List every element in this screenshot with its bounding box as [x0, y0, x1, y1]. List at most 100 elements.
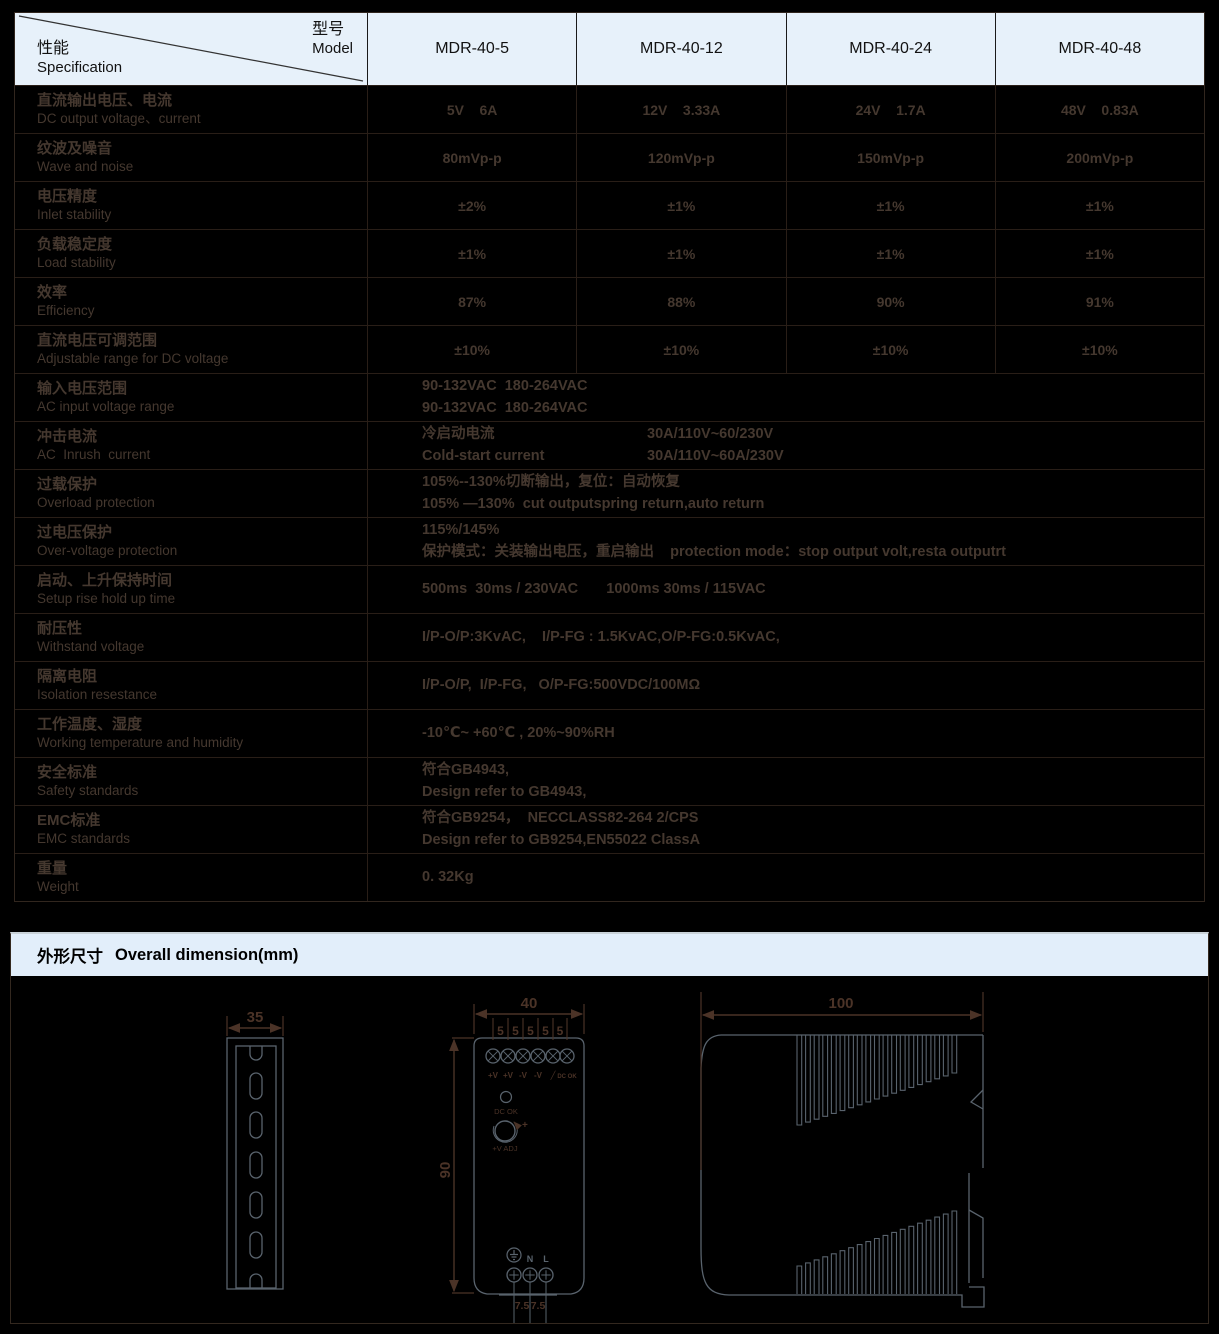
- value-line: 115%/145%: [422, 521, 500, 538]
- screw-slot: [547, 1050, 559, 1062]
- ac-line-label: L: [543, 1254, 549, 1264]
- row-label-cn: 输入电压范围: [37, 380, 128, 397]
- overall-dimension-section: 外形尺寸 Overall dimension(mm) 35: [10, 932, 1209, 1324]
- row-label-cn: 过电压保护: [37, 524, 113, 541]
- row-label-en: Isolation resestance: [37, 687, 158, 703]
- terminal-label: ╱: [550, 1070, 557, 1080]
- row-label-en: Over-voltage protection: [37, 543, 178, 559]
- row-label: 安全标准 Safety standards: [15, 758, 368, 805]
- screw-slot: [502, 1050, 514, 1062]
- screw-slot: [487, 1050, 499, 1062]
- value-cell: 105%--130%切断输出，复位：自动恢复 105% —130% cut out…: [368, 470, 1204, 517]
- value-cell: 500ms 30ms / 230VAC 1000ms 30ms / 115VAC: [368, 566, 1204, 613]
- row-label: 电压精度 Inlet stability: [15, 182, 368, 229]
- value-cell: 24V 1.7A: [787, 86, 996, 133]
- row-label-en: Setup rise hold up time: [37, 591, 176, 607]
- value-cell: 88%: [577, 278, 787, 325]
- row-label-en: AC Inrush current: [37, 447, 151, 463]
- row-label-cn: 电压精度: [37, 188, 98, 205]
- pot-label: +V ADJ: [492, 1144, 517, 1153]
- model-header-mdr-40-48: MDR-40-48: [1058, 40, 1142, 57]
- pitch-label: 5: [542, 1024, 549, 1038]
- din-rail-width-dim: 35: [226, 1009, 284, 1036]
- value-cell: ±2%: [368, 182, 578, 229]
- dimension-title-cn: 外形尺寸: [37, 948, 103, 966]
- row-label-cn: 过载保护: [37, 476, 98, 493]
- dimension-title-bar: 外形尺寸 Overall dimension(mm): [11, 934, 1208, 976]
- dc-ok-led-label: DC OK: [494, 1107, 518, 1116]
- value-line: 30A/110V~60A/230V: [647, 447, 784, 464]
- value-cell: ±10%: [577, 326, 787, 373]
- row-label-cn: 安全标准: [37, 764, 98, 781]
- header-spec-label: 性能 Specification: [37, 39, 122, 78]
- row-label-cn: EMC标准: [37, 812, 101, 829]
- value-cell: ±1%: [787, 230, 996, 277]
- model-header-mdr-40-24: MDR-40-24: [787, 13, 996, 85]
- row-label-en: Safety standards: [37, 783, 139, 799]
- row-label-en: Adjustable range for DC voltage: [37, 351, 229, 367]
- pot-plus-sign: +: [522, 1120, 528, 1131]
- din-rail-width-label: 35: [247, 1009, 264, 1026]
- side-view-vent-slots: [796, 1035, 958, 1294]
- value-cell: ±1%: [577, 182, 787, 229]
- front-view-width-label: 40: [521, 995, 538, 1012]
- output-terminal-screw: [515, 1048, 531, 1064]
- terminal-label: +V: [488, 1071, 499, 1080]
- row-label-en: Withstand voltage: [37, 639, 145, 655]
- output-terminal-screw: [530, 1048, 546, 1064]
- value-cell: 150mVp-p: [787, 134, 996, 181]
- header-corner-cell: 型号 Model 性能 Specification: [15, 13, 368, 85]
- row-label: 过电压保护 Over-voltage protection: [15, 518, 368, 565]
- value-cell: 87%: [368, 278, 578, 325]
- value-line: Design refer to GB9254,EN55022 ClassA: [422, 831, 701, 848]
- value-line: -10℃~ +60℃ , 20%~90%RH: [422, 724, 615, 741]
- value-line: 105%--130%切断输出，复位：自动恢复: [422, 473, 680, 490]
- front-view-width-dim: 40: [473, 995, 585, 1034]
- value-cell: 90%: [787, 278, 996, 325]
- row-label-cn: 直流电压可调范围: [37, 332, 158, 349]
- front-view-height-dim: 90: [437, 1037, 474, 1294]
- value-cell: ±1%: [1085, 245, 1114, 262]
- din-rail-drawing: [226, 1037, 284, 1290]
- spec-row: 直流电压可调范围 Adjustable range for DC voltage ±…: [15, 325, 1204, 373]
- top-vent-comb: [796, 1035, 958, 1126]
- value-line: I/P-O/P, I/P-FG, O/P-FG:500VDC/100MΩ: [422, 676, 701, 693]
- value-line: 冷启动电流: [422, 425, 495, 442]
- value-cell: 80mVp-p: [368, 134, 578, 181]
- model-header-mdr-40-12: MDR-40-12: [577, 13, 787, 85]
- header-diagonal-line: [18, 15, 364, 82]
- value-line: I/P-O/P:3KvAC, I/P-FG : 1.5KvAC,O/P-FG:0…: [422, 628, 780, 645]
- row-label-en: Inlet stability: [37, 207, 112, 223]
- row-label-cn: 冲击电流: [37, 428, 98, 445]
- row-label-cn: 工作温度、湿度: [37, 716, 143, 733]
- header-model-en: Model: [312, 40, 353, 57]
- value-line: 105% —130% cut outputspring return,auto …: [422, 495, 765, 512]
- row-label-cn: 直流输出电压、电流: [37, 92, 173, 109]
- value-cell: I/P-O/P:3KvAC, I/P-FG : 1.5KvAC,O/P-FG:0…: [368, 614, 1204, 661]
- value-cell: ±10%: [368, 326, 578, 373]
- value-line: 符合GB9254， NECCLASS82-264 2/CPS: [422, 809, 699, 826]
- pitch-label: 5: [512, 1024, 519, 1038]
- header-model-cn: 型号: [312, 21, 345, 38]
- value-cell: 91%: [1085, 293, 1114, 310]
- header-model-label: 型号 Model: [312, 20, 353, 59]
